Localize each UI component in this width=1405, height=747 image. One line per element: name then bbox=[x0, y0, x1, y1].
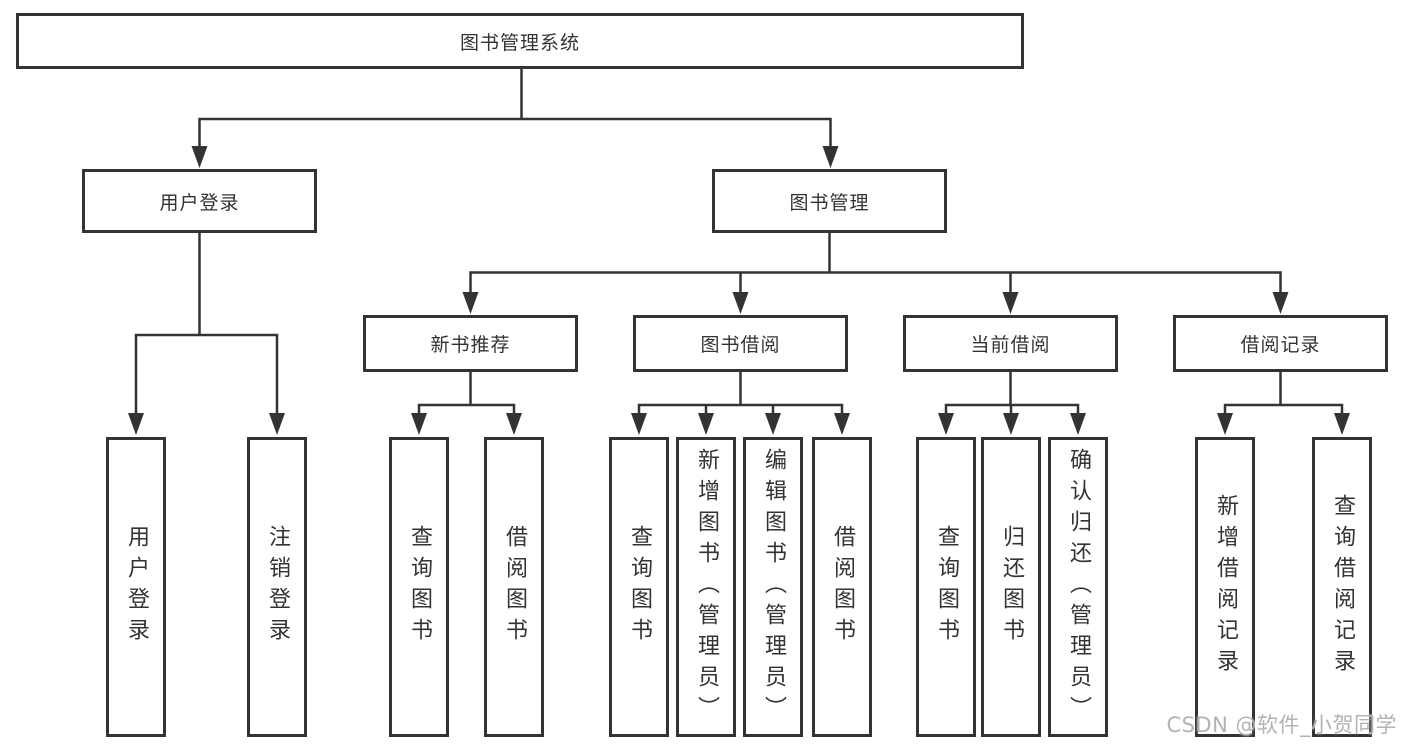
leaf-current-confirm-return-admin: 确认归还（管理员） bbox=[1048, 437, 1108, 737]
leaf-borrow-add-book-admin: 新增图书（管理员） bbox=[676, 437, 736, 737]
leaf-borrow-edit-book-admin: 编辑图书（管理员） bbox=[743, 437, 803, 737]
node-library-management-system: 图书管理系统 bbox=[16, 13, 1024, 69]
leaf-records-query-borrow-record: 查询借阅记录 bbox=[1312, 437, 1372, 737]
leaf-current-query-book: 查询图书 bbox=[916, 437, 976, 737]
leaf-borrow-query-book: 查询图书 bbox=[609, 437, 669, 737]
node-current-borrowing: 当前借阅 bbox=[903, 315, 1118, 372]
leaf-records-add-borrow-record: 新增借阅记录 bbox=[1195, 437, 1255, 737]
leaf-current-return-book: 归还图书 bbox=[981, 437, 1041, 737]
leaf-user-login: 用户登录 bbox=[106, 437, 166, 737]
leaf-newrec-query-book: 查询图书 bbox=[389, 437, 449, 737]
node-user-login: 用户登录 bbox=[82, 169, 317, 233]
node-borrowing-records: 借阅记录 bbox=[1173, 315, 1388, 372]
node-book-management: 图书管理 bbox=[712, 169, 947, 233]
leaf-logout: 注销登录 bbox=[247, 437, 307, 737]
node-book-borrowing: 图书借阅 bbox=[633, 315, 848, 372]
node-new-book-recommendation: 新书推荐 bbox=[363, 315, 578, 372]
leaf-borrow-borrow-book: 借阅图书 bbox=[812, 437, 872, 737]
leaf-newrec-borrow-book: 借阅图书 bbox=[484, 437, 544, 737]
csdn-watermark: CSDN @软件_小贺同学 bbox=[1166, 713, 1397, 737]
